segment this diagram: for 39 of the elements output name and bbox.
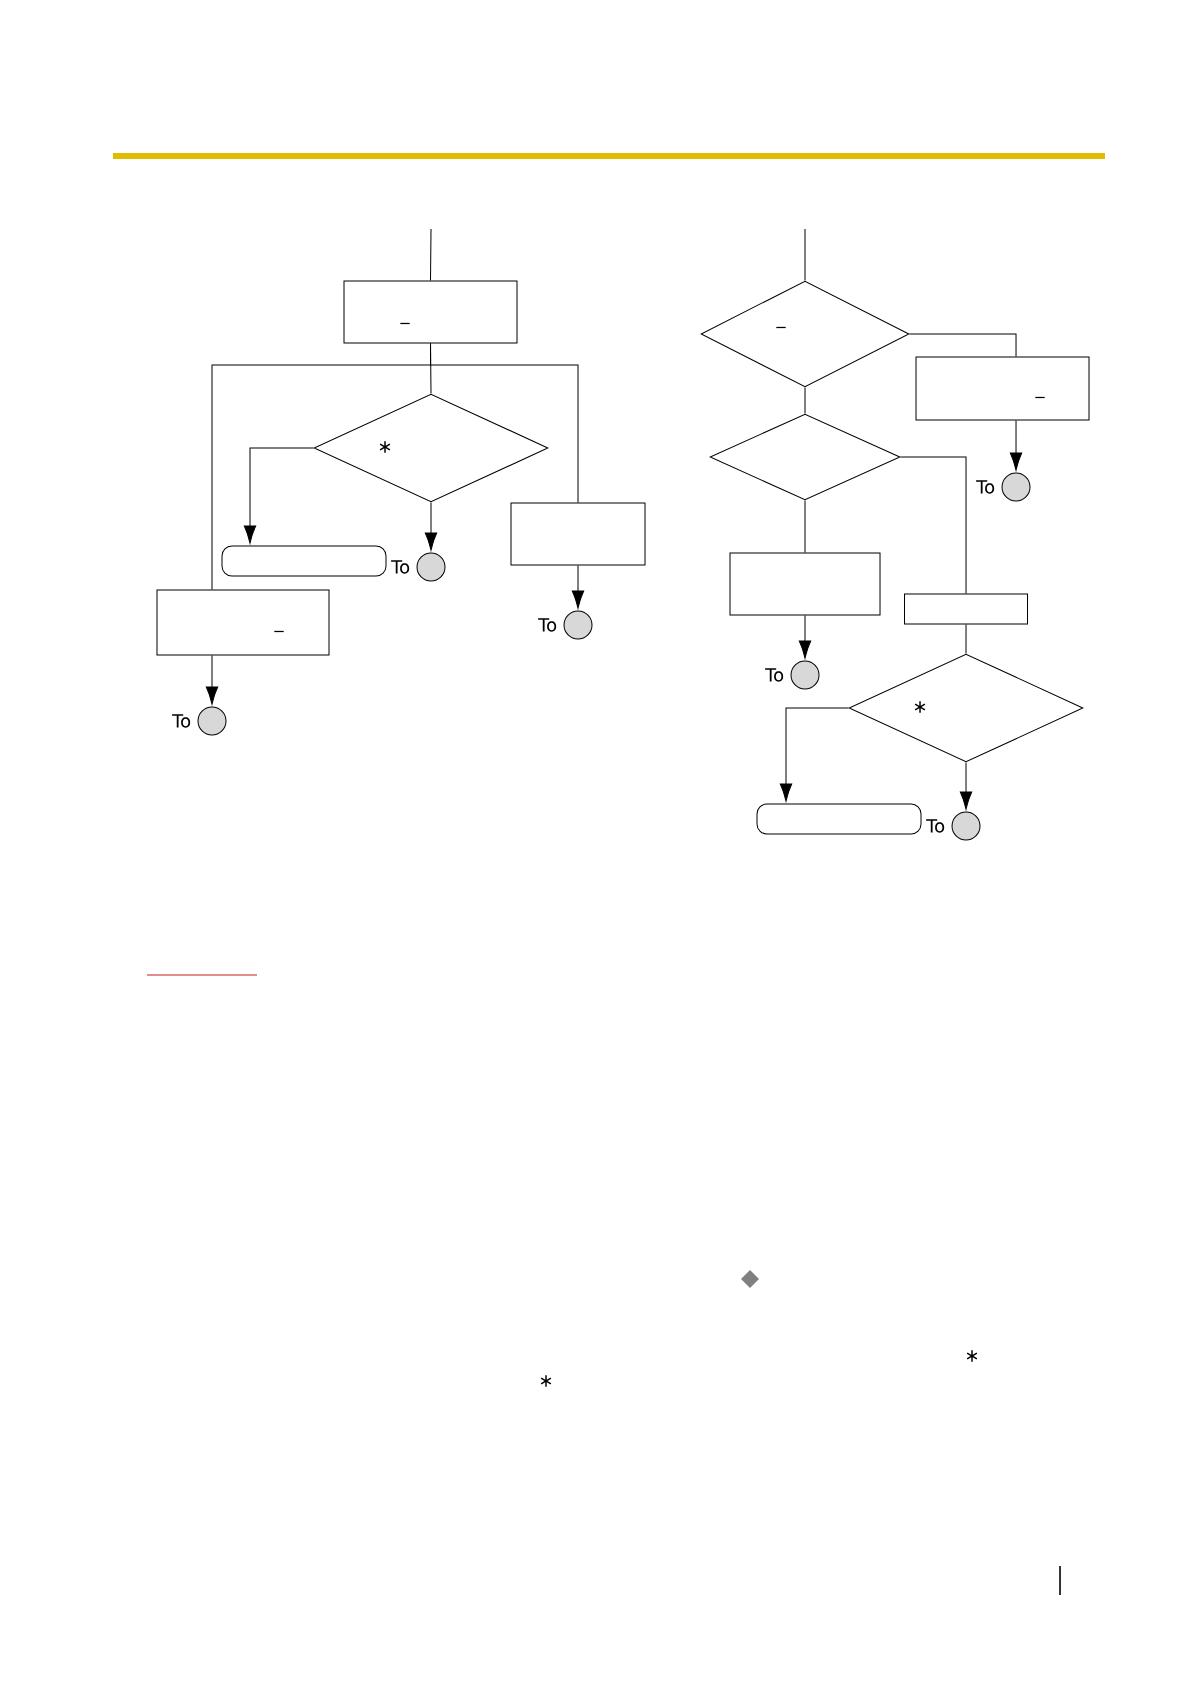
arrow [571,565,585,609]
arrow [959,762,973,810]
arrow [424,502,438,551]
connector-line [909,333,1017,357]
connector-label: To [765,668,784,682]
decision-diamond [709,413,901,501]
process-box [510,502,646,566]
connector-circle [563,610,593,640]
connector-line [965,624,967,654]
connector-circle [790,660,820,690]
connector-circle [951,811,981,841]
connector-circle [416,552,446,582]
process-box [729,552,881,616]
connector-circle [1001,472,1031,502]
terminal-box [756,803,922,835]
arrow [798,615,812,659]
connector-label: To [538,618,557,632]
connector-line [804,228,806,281]
connector-line [211,343,431,590]
arrow [1009,420,1023,471]
connector-label: To [976,480,995,494]
connector-line [900,456,967,594]
connector-line [804,387,806,414]
connector-label: To [172,714,191,728]
process-box: _ [915,356,1090,421]
connector-label: To [391,560,410,574]
asterisk-mark: ∗ [966,1350,978,1362]
connector-label: To [926,819,945,833]
process-box [904,593,1028,625]
arrow [243,447,314,544]
arrow [205,655,219,705]
process-box: _ [343,280,518,344]
connector-circle [197,706,227,736]
arrow [779,707,849,802]
connector-line [804,500,806,553]
connector-line [430,228,432,281]
terminal-box [221,545,387,577]
asterisk-mark: ∗ [540,1375,552,1387]
process-box: _ [156,589,330,656]
